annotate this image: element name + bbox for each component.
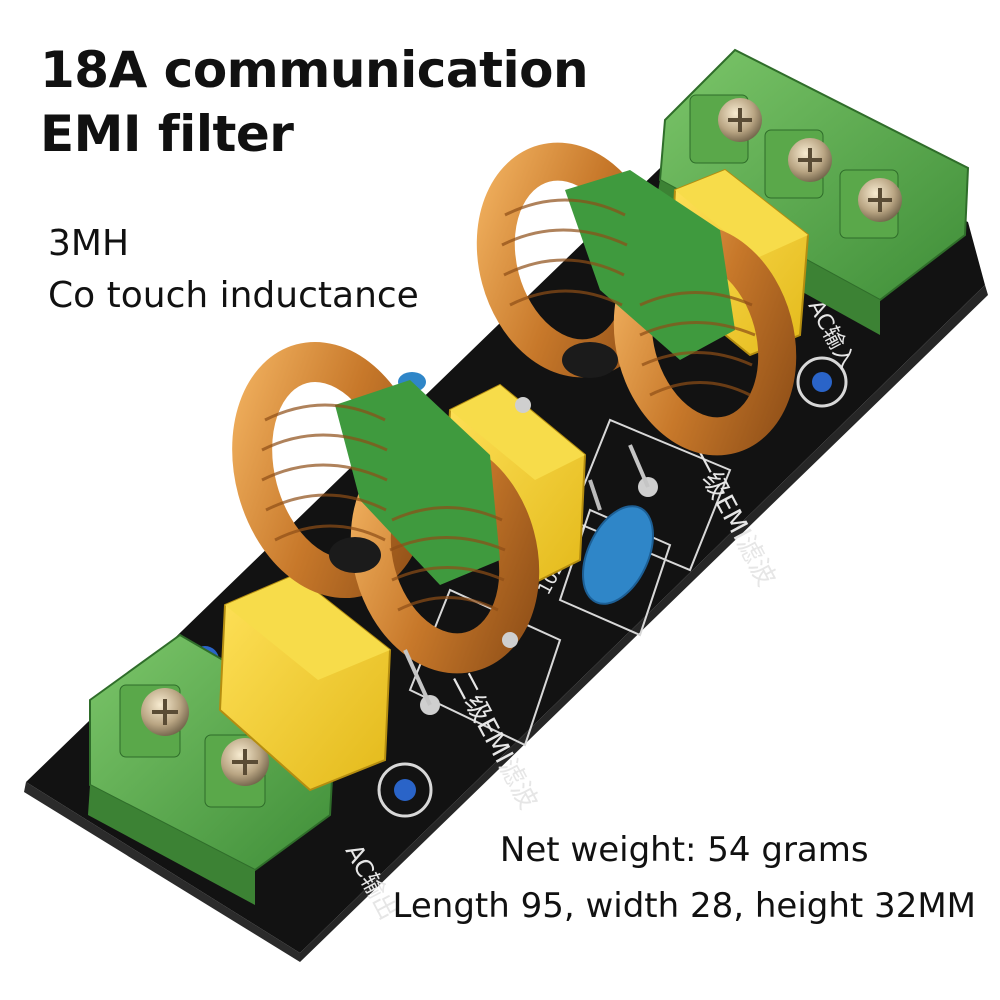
toroid-inductor-lower xyxy=(232,341,540,674)
toroid-inductor-upper xyxy=(476,142,797,456)
title-line-1: 18A communication xyxy=(40,41,589,99)
net-weight: Net weight: 54 grams xyxy=(499,830,869,870)
ceramic-capacitor xyxy=(582,505,654,605)
spec-inductance: 3MH xyxy=(48,223,130,264)
title-line-2: EMI filter xyxy=(40,105,294,163)
product-info: Net weight: 54 grams Length 95, width 28… xyxy=(393,822,976,934)
spec-block: 3MH Co touch inductance xyxy=(48,218,419,322)
mounting-hole xyxy=(796,356,848,408)
dimensions: Length 95, width 28, height 32MM xyxy=(392,886,976,926)
solder-joints xyxy=(403,397,658,715)
spec-type: Co touch inductance xyxy=(48,275,419,316)
page-title: 18A communication EMI filter xyxy=(40,38,589,166)
mounting-hole xyxy=(377,762,433,818)
